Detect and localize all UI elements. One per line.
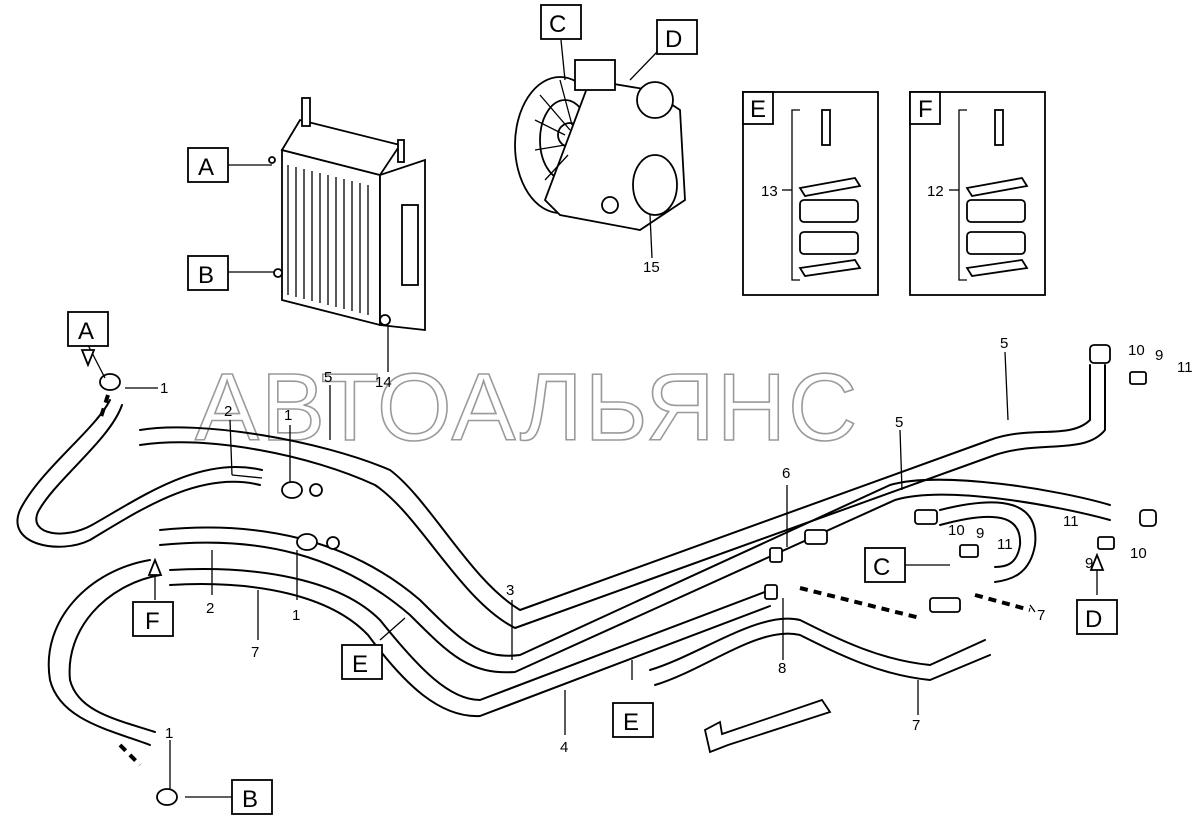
part-label-1-upper: 1 xyxy=(284,407,292,424)
fittings xyxy=(99,344,1157,806)
callout-c-top: C xyxy=(540,4,582,40)
callout-c-hose: C xyxy=(864,547,906,583)
part-label-14: 14 xyxy=(375,374,392,391)
part-label-10-c: 10 xyxy=(948,522,965,539)
detail-box-e: E xyxy=(742,91,879,296)
leader-lines xyxy=(87,39,1098,798)
part-label-1-b: 1 xyxy=(165,725,173,742)
part-label-15: 15 xyxy=(643,259,660,276)
callout-e-hose-left: E xyxy=(341,644,383,680)
svg-text:D: D xyxy=(665,26,682,53)
callout-d-hose: D xyxy=(1076,599,1118,635)
part-label-7-right: 7 xyxy=(1037,607,1045,624)
part-label-5-left: 5 xyxy=(324,369,332,386)
callout-a-hose: A xyxy=(67,311,109,347)
part-label-11-c: 11 xyxy=(997,536,1013,553)
part-label-9-top: 9 xyxy=(1155,347,1163,364)
part-label-5-right: 5 xyxy=(1000,335,1008,352)
part-label-7-bottom: 7 xyxy=(912,717,920,734)
part-label-3: 3 xyxy=(506,582,514,599)
callout-a-top: A xyxy=(187,147,229,183)
detail-box-f: F xyxy=(909,91,1046,296)
part-label-9-d: 9 xyxy=(1085,555,1093,572)
watermark: АВТОАЛЬЯНС xyxy=(195,354,859,461)
svg-text:A: A xyxy=(198,154,214,181)
part-label-1-lower: 1 xyxy=(292,607,300,624)
part-label-9-c: 9 xyxy=(976,525,984,542)
callout-b-hose: B xyxy=(231,779,273,815)
part-label-8: 8 xyxy=(778,660,786,677)
svg-text:E: E xyxy=(352,651,368,678)
part-number-labels: 1 2 1 5 14 15 13 12 5 10 9 11 5 6 10 9 1… xyxy=(160,183,1193,756)
callout-f-detail-label: F xyxy=(918,96,933,123)
part-label-2-upper: 2 xyxy=(224,403,232,420)
svg-text:E: E xyxy=(623,709,639,736)
part-label-11-top: 11 xyxy=(1177,359,1193,376)
callout-e-detail-label: E xyxy=(750,96,766,123)
direction-arrows xyxy=(80,349,1105,754)
part-label-5-mid: 5 xyxy=(895,414,903,431)
callout-f-hose: F xyxy=(132,601,174,637)
part-label-10-d: 10 xyxy=(1130,545,1147,562)
part-label-10-top: 10 xyxy=(1128,342,1145,359)
svg-text:A: A xyxy=(78,318,94,345)
part-label-12: 12 xyxy=(927,183,944,200)
svg-text:C: C xyxy=(873,554,890,581)
svg-text:D: D xyxy=(1085,606,1102,633)
part-label-6: 6 xyxy=(782,465,790,482)
hose-lines xyxy=(16,364,1111,767)
svg-text:C: C xyxy=(549,11,566,38)
radiator-illustration xyxy=(268,97,426,332)
part-label-2-lower: 2 xyxy=(206,600,214,617)
engine-illustration xyxy=(514,59,686,231)
callout-e-hose-bottom: E xyxy=(612,702,654,738)
part-label-11-d: 11 xyxy=(1063,513,1079,530)
part-label-1-a: 1 xyxy=(160,380,168,397)
svg-text:B: B xyxy=(198,262,214,289)
svg-text:F: F xyxy=(145,608,160,635)
callout-b-top: B xyxy=(187,255,229,291)
svg-text:B: B xyxy=(242,786,258,813)
part-label-13: 13 xyxy=(761,183,778,200)
part-label-4: 4 xyxy=(560,739,568,756)
part-label-7-left: 7 xyxy=(251,644,259,661)
callout-d-top: D xyxy=(656,19,698,55)
